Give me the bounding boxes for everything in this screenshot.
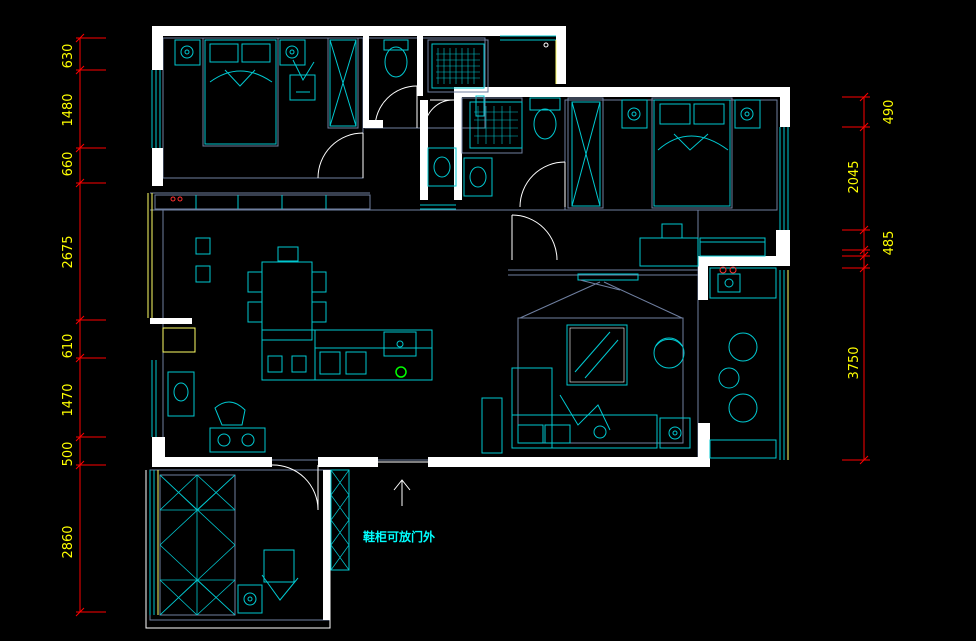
dim-right-3: 485 (882, 231, 897, 256)
dimension-lines (75, 33, 870, 617)
wardrobe-master (567, 97, 604, 209)
dining-table (261, 261, 313, 341)
up-arrow-icon (393, 479, 411, 506)
nightstand-left (174, 39, 201, 66)
shoe-cabinet-note: 鞋柜可放门外 (363, 529, 435, 544)
dim-left-7: 500 (61, 442, 76, 467)
nightstand-m2 (734, 99, 761, 129)
dim-left-8: 2860 (61, 525, 76, 558)
tv-cabinet (577, 273, 639, 281)
toilet (383, 39, 409, 51)
dim-right-4: 3750 (847, 346, 862, 379)
nightstand-m1 (621, 99, 648, 129)
dim-left-4: 2675 (61, 235, 76, 268)
left-dimension-labels: 630 1480 660 2675 610 1470 500 2860 (61, 44, 76, 559)
doors (271, 85, 566, 511)
dim-right-1: 490 (882, 100, 897, 125)
shower-tray (427, 39, 489, 93)
coffee-table (566, 324, 628, 386)
kitchen-island (261, 329, 433, 381)
wardrobe (327, 37, 359, 129)
toilet-master (529, 97, 561, 111)
right-dimension-labels: 490 2045 485 3750 (847, 100, 897, 380)
dim-left-6: 1470 (61, 383, 76, 416)
dim-left-2: 1480 (61, 93, 76, 126)
dining-kitchen (154, 194, 433, 453)
balcony-outline (145, 470, 331, 629)
bed-master (651, 97, 733, 209)
living-room (481, 273, 777, 459)
windows (147, 35, 789, 615)
plant (395, 366, 407, 378)
dim-left-5: 610 (61, 334, 76, 359)
dim-right-2: 2045 (847, 160, 862, 193)
dim-left-1: 630 (61, 44, 76, 69)
bed (202, 37, 279, 147)
balcony-furniture (159, 469, 350, 616)
bedroom-left-furniture (174, 37, 359, 147)
dim-left-3: 660 (61, 152, 76, 177)
bathroom-fixtures (383, 39, 549, 210)
walls (150, 26, 790, 620)
nightstand-right (279, 39, 306, 66)
master-furniture (461, 97, 777, 299)
